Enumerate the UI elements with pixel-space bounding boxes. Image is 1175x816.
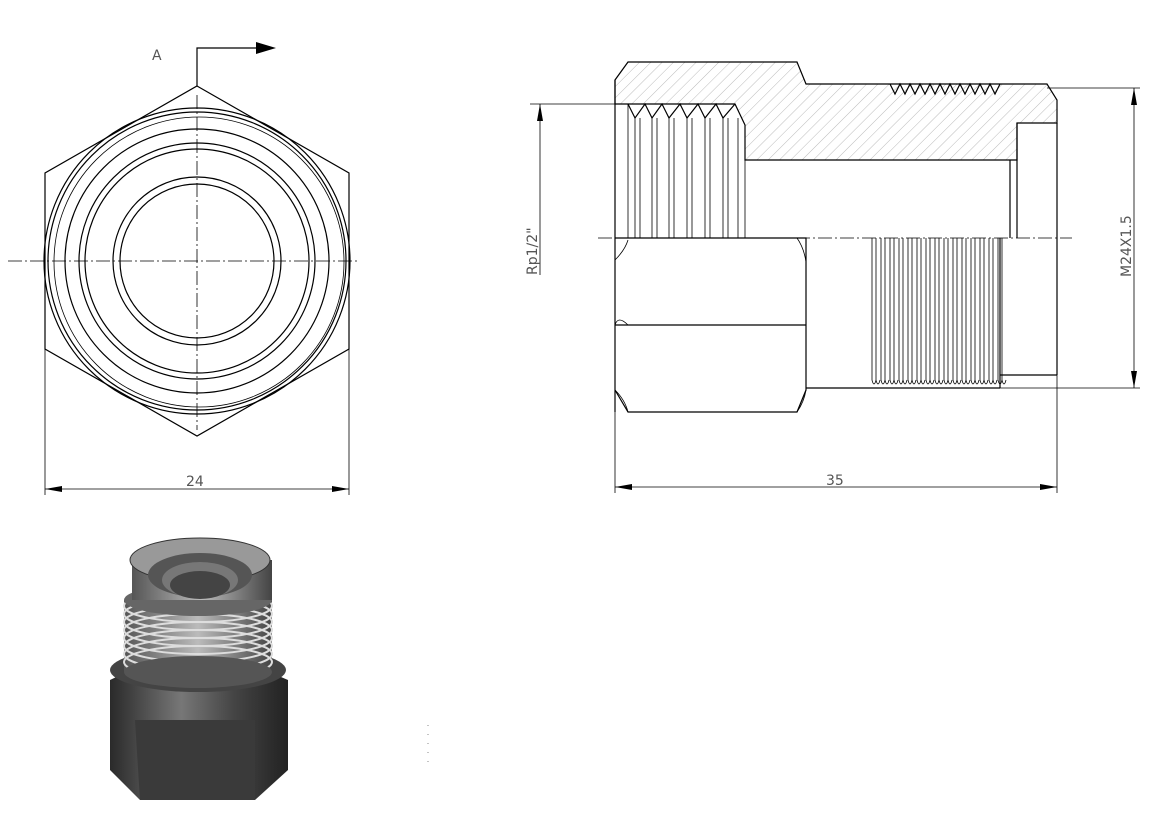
thread-ridge <box>123 621 273 655</box>
external-thread-elevation <box>871 238 1007 385</box>
thread-line <box>965 238 971 385</box>
thread-line <box>880 238 886 385</box>
dimension-length: 35 <box>614 375 1058 493</box>
internal-thread-top <box>627 102 746 238</box>
thread-line <box>992 238 998 385</box>
thread-line <box>925 238 931 385</box>
thread-line <box>929 238 935 385</box>
thread-line <box>934 238 940 385</box>
hexagon-outline <box>44 85 350 437</box>
thread-line <box>988 238 994 385</box>
thread-line <box>893 238 899 385</box>
length-dimension-text: 35 <box>826 473 844 489</box>
section-view: 35 Rp1/2" M24X1.5 <box>525 61 1140 493</box>
dimension-width: 24 <box>44 349 350 495</box>
front-view: A 24 <box>8 42 360 495</box>
thread-line <box>898 238 904 385</box>
thread-line <box>938 238 944 385</box>
outer-thread-text: M24X1.5 <box>1119 215 1135 277</box>
thread-line <box>961 238 967 385</box>
thread-line <box>943 238 949 385</box>
thread-line <box>889 238 895 385</box>
thread-line <box>956 238 962 385</box>
thread-line <box>970 238 976 385</box>
thread-line <box>884 238 890 385</box>
hatched-section <box>614 61 1058 161</box>
thread-line <box>997 238 1003 385</box>
section-arrow: A <box>152 42 276 86</box>
isometric-render <box>110 537 429 800</box>
thread-line <box>974 238 980 385</box>
thread-line <box>916 238 922 385</box>
inner-thread-text: Rp1/2" <box>525 227 541 275</box>
thread-line <box>871 238 877 385</box>
thread-line <box>907 238 913 385</box>
thread-line <box>920 238 926 385</box>
hex-body <box>614 237 807 413</box>
dimension-outer-thread: M24X1.5 <box>1000 87 1140 389</box>
external-thread-top <box>889 82 1001 96</box>
section-label: A <box>152 48 162 64</box>
thread-line <box>952 238 958 385</box>
thread-line <box>947 238 953 385</box>
thread-line <box>1001 238 1007 385</box>
width-dimension-text: 24 <box>186 474 204 490</box>
dimension-inner-thread: Rp1/2" <box>525 103 628 275</box>
thread-line <box>979 238 985 385</box>
thread-line <box>875 238 881 385</box>
thread-line <box>902 238 908 385</box>
thread-line <box>911 238 917 385</box>
thread-line <box>983 238 989 385</box>
